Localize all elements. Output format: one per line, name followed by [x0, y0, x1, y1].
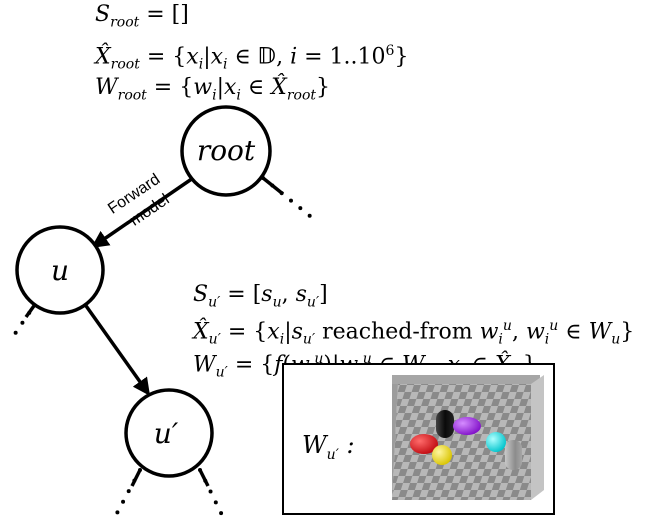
root-solid-stub — [261, 176, 285, 196]
s-uprime-equation: Su′ = [su, su′] — [193, 282, 328, 311]
sim-right-wall — [531, 375, 544, 500]
reached-from-text: reached-from — [322, 319, 473, 345]
cyan-object-icon — [486, 432, 506, 452]
sim-back-wall — [392, 375, 540, 384]
node-uprime: u′ — [124, 388, 214, 478]
node-u: u — [15, 225, 105, 315]
edge-u-to-uprime — [82, 301, 151, 396]
uprime-left-dotted-edge — [114, 468, 142, 517]
forward-model-label: Forward model — [105, 171, 173, 230]
u-label: u — [51, 254, 69, 287]
red-object-icon — [410, 434, 438, 454]
uprime-label: u′ — [154, 417, 179, 450]
u-dotted-edge — [10, 301, 38, 340]
black-object-icon — [436, 410, 454, 438]
simulation-image — [388, 372, 544, 502]
s-root-equation: Sroot = [] — [95, 2, 189, 31]
uprime-right-dotted-edge — [198, 468, 224, 517]
x-uprime-equation: X̂u′ = {xi|su′ reached-from wiu, wiu ∈ W… — [193, 318, 635, 348]
inset-label: Wu′ : — [302, 431, 355, 463]
yellow-object-icon — [432, 445, 452, 465]
w-root-equation: Wroot = {wi|xi ∈ X̂root} — [95, 75, 331, 104]
uprime-left-solid-stub — [130, 469, 142, 487]
purple-object-icon — [453, 417, 481, 435]
edge-root-to-u — [91, 174, 197, 248]
root-label: root — [197, 134, 256, 167]
gray-object-icon — [505, 440, 522, 470]
node-root: root — [180, 105, 272, 197]
sim-floor — [392, 384, 531, 500]
uprime-right-solid-stub — [198, 469, 210, 487]
x-root-equation: X̂root = {xi|xi ∈ 𝔻, i = 1..106} — [95, 43, 409, 73]
